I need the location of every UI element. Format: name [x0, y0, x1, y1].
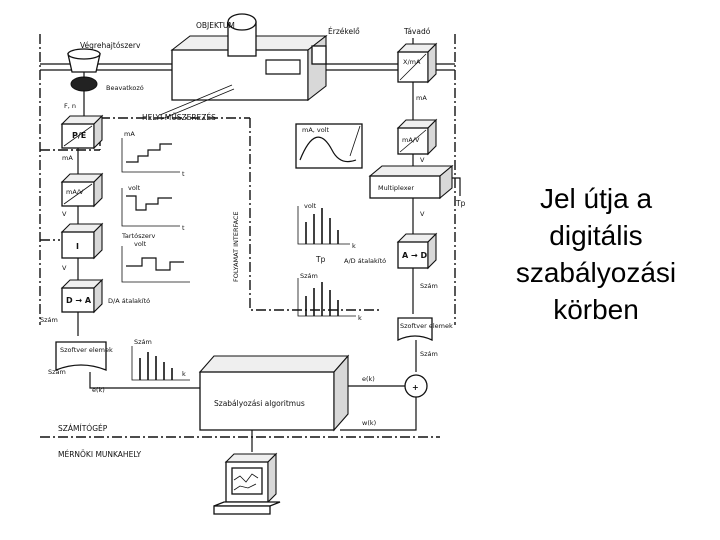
- helyi-muszerezes-label: HELYI MŰSZEREZÉS: [142, 113, 216, 122]
- plot-output-bars: [131, 346, 190, 381]
- caption-line-2: digitális: [549, 220, 643, 251]
- plot-analog-curve: [295, 123, 363, 169]
- plot-volt-staircase: [121, 188, 180, 227]
- ma-v-right-block: [396, 118, 438, 156]
- plot-output-szam-label: Szám: [134, 338, 152, 346]
- tavado-label: Távadó: [403, 27, 431, 36]
- ma-v-converter-block: [60, 172, 104, 208]
- fn-label: F, n: [64, 102, 76, 110]
- v-label-left: V: [62, 210, 67, 218]
- setpoint-line: [340, 397, 417, 431]
- da-description: D/A átalakító: [108, 297, 150, 305]
- ma-label-left: mA: [62, 154, 73, 162]
- plot-output-k-label: k: [182, 370, 186, 378]
- tarto-label: Tartószerv: [121, 232, 156, 240]
- plot-tarto-staircase: [121, 246, 190, 283]
- ad-converter-block: [396, 232, 438, 270]
- plot-ma-staircase: [121, 138, 180, 173]
- plot-digital-bars: [297, 278, 356, 317]
- erzekelo-label: Érzékelő: [328, 27, 360, 36]
- wk-label: w(k): [362, 419, 376, 427]
- actuator-icon: [67, 48, 101, 104]
- software-elements-right: [397, 317, 433, 342]
- beavatkozo-label: Beavatkozó: [106, 84, 144, 92]
- v-label-left-2: V: [62, 264, 67, 272]
- signal-path-diagram: OBJEKTUM Végrehajtószerv Beavatkozó F, n…: [39, 13, 466, 515]
- process-pipe: [40, 63, 455, 71]
- tarto-volt-label: volt: [134, 240, 147, 248]
- interface-boundary-left: [249, 118, 380, 311]
- multiplexer-label: Multiplexer: [378, 184, 414, 192]
- process-boundary-line: [39, 34, 456, 325]
- caption-line-1: Jel útja a: [539, 183, 653, 214]
- plot-ma-axis-label: mA: [124, 130, 135, 138]
- objektum-vessel: [159, 13, 328, 120]
- plot-sampled-k-label: k: [352, 242, 356, 250]
- ad-description: A/D átalakító: [344, 257, 386, 265]
- plot-digital-szam-label: Szám: [300, 272, 318, 280]
- plot-sampled-volt-label: volt: [304, 202, 317, 210]
- sensor-block: [311, 45, 327, 65]
- pe-label: P/E: [72, 131, 86, 140]
- transmitter-block: [396, 42, 438, 84]
- plot-ma-t-label: t: [182, 170, 185, 178]
- da-label: D → A: [66, 296, 92, 305]
- ma-out-label: mA: [416, 94, 427, 102]
- plot-sampled-bars: [297, 206, 350, 245]
- szoftver-left-label: Szoftver elemek: [60, 346, 113, 354]
- szam-label-right-2: Szám: [420, 350, 438, 358]
- plot-volt-t-label: t: [182, 224, 185, 232]
- szoftver-right-label: Szoftver elemek: [400, 322, 453, 330]
- plot-analog-label: mA, volt: [302, 126, 330, 134]
- objektum-label: OBJEKTUM: [196, 21, 235, 30]
- mernoki-label: MÉRNÖKI MUNKAHELY: [58, 450, 141, 459]
- szam-label-right: Szám: [420, 282, 438, 290]
- ma-v-label-right: mA/V: [402, 136, 420, 144]
- x-ma-label: X/mA: [403, 58, 421, 66]
- plot-digital-k-label: k: [358, 314, 362, 322]
- szam-label-bottom-left: Szám: [48, 368, 66, 376]
- control-algorithm-block: [198, 354, 350, 432]
- szamitogep-label: SZÁMÍTÓGÉP: [58, 424, 108, 433]
- plot-volt-axis-label: volt: [128, 184, 141, 192]
- pe-converter-block: [60, 114, 104, 150]
- ek-label-right: e(k): [362, 375, 375, 383]
- da-converter-block: [60, 278, 104, 314]
- control-algorithm-label: Szabályozási algoritmus: [214, 399, 305, 408]
- summing-plus-label: +: [412, 383, 419, 392]
- szam-label-left: Szám: [40, 316, 58, 324]
- vegrehajto-label: Végrehajtószerv: [80, 41, 141, 50]
- hold-i-label: I: [76, 242, 79, 251]
- caption-line-3: szabályozási: [515, 257, 677, 288]
- caption-line-4: körben: [553, 294, 639, 325]
- software-elements-left: [55, 341, 107, 371]
- tp-label-center: Tp: [315, 255, 326, 264]
- v-label-right: V: [420, 156, 425, 164]
- ek-label-left: e(k): [92, 386, 105, 394]
- multiplexer-block: [368, 164, 454, 200]
- v-label-right-2: V: [420, 210, 425, 218]
- slide-caption: Jel útja a digitális szabályozási körben: [478, 180, 714, 328]
- algo-output-line: [89, 372, 200, 389]
- hold-element-block: [60, 222, 104, 260]
- ad-label: A → D: [402, 251, 427, 260]
- ma-v-label-left: mA/V: [66, 188, 84, 196]
- instrumentation-boundary-line: [99, 117, 250, 150]
- tp-label-right: Tp: [455, 199, 466, 208]
- folyamat-interface-label: FOLYAMAT INTERFACE: [232, 211, 240, 282]
- computer-terminal-icon: [213, 452, 281, 515]
